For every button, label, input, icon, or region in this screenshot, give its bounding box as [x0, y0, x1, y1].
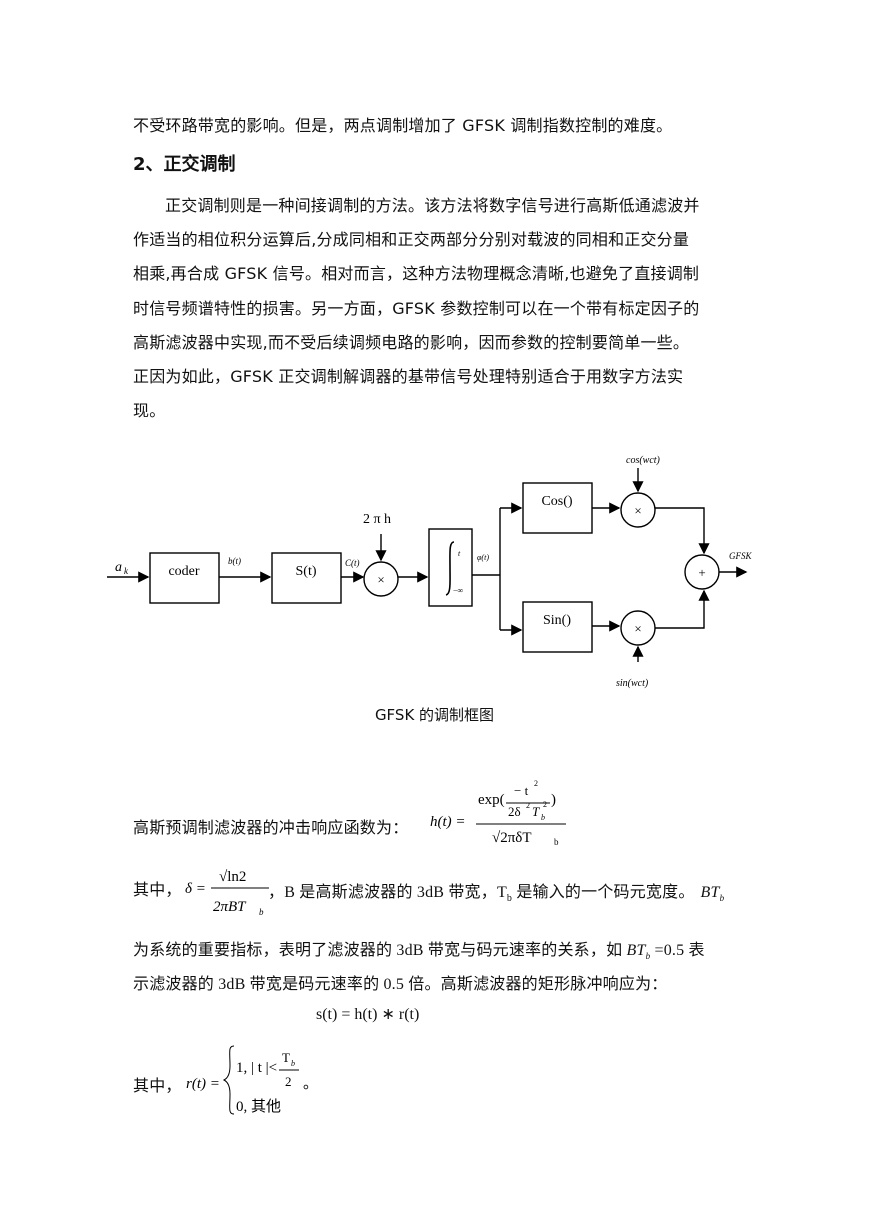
case1-text: 1, | t |< [236, 1060, 277, 1076]
coder-label: coder [168, 564, 199, 579]
case1-numerator: T [282, 1050, 290, 1065]
s-block-label: S(t) [296, 564, 317, 579]
input-label: a [115, 560, 122, 575]
paragraph-line: 时信号频谱特性的损害。另一方面，GFSK 参数控制可以在一个带有标定因子的 [133, 299, 700, 318]
case1-denominator: 2 [285, 1074, 292, 1089]
main-denominator: √2πδT [492, 830, 532, 846]
case1-numerator-sub: b [291, 1059, 295, 1068]
cos-carrier-label: cos(wct) [626, 455, 661, 466]
formula4-suffix: 。 [303, 1076, 318, 1092]
main-denominator-sub: b [554, 837, 559, 847]
paragraph3-bt-sub: b [645, 951, 651, 962]
paragraph-line: 现。 [133, 401, 166, 420]
output-label: GFSK [729, 551, 752, 561]
paragraph-line: 不受环路带宽的影响。但是，两点调制增加了 GFSK 调制指数控制的难度。 [133, 116, 673, 135]
figure-caption: GFSK 的调制框图 [374, 706, 495, 724]
bt-symbol-sub: b [719, 893, 725, 904]
inner-denominator: 2δ [508, 804, 521, 819]
cos-block-label: Cos() [541, 494, 572, 509]
sin-block [522, 601, 593, 653]
paragraph-line: 高斯滤波器中实现,而不受后续调频电路的影响，因而参数的控制要简单一些。 [133, 333, 690, 352]
delta-numerator: √ln2 [219, 869, 246, 885]
gfsk-block-diagram: a k coder b(t) S(t) C(t) 2 π h × t −∞ φ(… [107, 455, 752, 689]
exp-close: ) [551, 792, 556, 808]
impulse-response-formula: h(t) = exp( − t 2 2δ 2 T b 2 ) √2πδT b [430, 779, 566, 847]
coder-block [149, 552, 220, 604]
paragraph-line: 正因为如此，GFSK 正交调制解调器的基带信号处理特别适合于用数字方法实 [133, 367, 684, 386]
h-lhs: h(t) = [430, 814, 466, 830]
paragraph-line: 作适当的相位积分运算后,分成同相和正交两部分分别对载波的同相和正交分量 [133, 230, 690, 249]
integral-sign [445, 541, 455, 596]
section-heading: 2、正交调制 [133, 154, 236, 175]
inner-denominator-sup: 2 [526, 801, 530, 810]
rect-pulse-formula: r(t) = 1, | t |< T b 2 0, 其他 。 [186, 1045, 318, 1115]
c-signal-label: C(t) [345, 558, 360, 568]
inner-numerator-sup: 2 [534, 779, 538, 788]
formula1-prefix: 高斯预调制滤波器的冲击响应函数为： [133, 818, 409, 837]
convolution-formula: s(t) = h(t) ∗ r(t) [316, 1006, 420, 1023]
delta-formula: δ = √ln2 2πBT b [185, 869, 269, 917]
inner-denominator-T: T [532, 804, 540, 819]
upper-multiply-symbol: × [634, 503, 641, 518]
paragraph3-text-a: 为系统的重要指标，表明了滤波器的 3dB 带宽与码元速率的关系，如 [133, 942, 627, 959]
exp-open: exp( [478, 792, 505, 808]
upper-to-sum-arrow [655, 507, 710, 555]
lower-multiply-symbol: × [634, 621, 641, 636]
formula4-prefix: 其中， [133, 1076, 182, 1095]
bt-symbol: BT [700, 884, 720, 901]
lower-to-sum-arrow [655, 589, 710, 629]
delta-text-sub: b [506, 893, 513, 905]
shaping-filter-block [271, 552, 342, 604]
inner-denominator-T-sub: b [541, 813, 545, 822]
inner-denominator-T-sup: 2 [543, 800, 547, 809]
phi-signal-label: φ(t) [477, 553, 489, 562]
paragraph3-line1: 为系统的重要指标，表明了滤波器的 3dB 带宽与码元速率的关系，如 BTb =0… [133, 936, 705, 961]
two-pi-h-label: 2 π h [363, 512, 391, 527]
paragraph3-line2: 示滤波器的 3dB 带宽是码元速率的 0.5 倍。高斯滤波器的矩形脉冲响应为： [133, 976, 668, 993]
multiplier-node [363, 561, 399, 597]
multiply-symbol: × [377, 572, 384, 587]
paragraph3-bt: BT [626, 942, 646, 959]
delta-description: ，B 是高斯滤波器的 3dB 带宽，Tb 是输入的一个码元宽度。BTb [268, 878, 724, 904]
sin-carrier-label: sin(wct) [616, 678, 649, 689]
formula2-prefix: 其中， [133, 880, 182, 899]
integrator-block [428, 528, 473, 607]
b-signal-label: b(t) [228, 556, 241, 566]
input-label-sub: k [124, 566, 129, 576]
integral-upper-limit: t [458, 549, 461, 558]
case2-text: 0, 其他 [236, 1098, 281, 1115]
r-lhs: r(t) = [186, 1076, 220, 1092]
sin-block-label: Sin() [543, 613, 571, 628]
delta-denominator: 2πBT [213, 899, 247, 915]
inner-numerator: − t [514, 783, 529, 798]
paragraph-line: 正交调制则是一种间接调制的方法。该方法将数字信号进行高斯低通滤波并 [165, 196, 700, 215]
delta-text2: 是输入的一个码元宽度。 [512, 884, 695, 901]
brace-icon [222, 1045, 235, 1115]
upper-multiplier-node [620, 492, 656, 528]
delta-lhs: δ = [185, 881, 206, 897]
sum-symbol: + [698, 565, 705, 580]
paragraph3-text-b: =0.5 表 [650, 942, 705, 959]
delta-text: ，B 是高斯滤波器的 3dB 带宽，T [268, 884, 507, 901]
delta-denominator-sub: b [259, 907, 264, 917]
paragraph-line: 相乘,再合成 GFSK 信号。相对而言，这种方法物理概念清晰,也避免了直接调制 [133, 264, 700, 283]
integral-lower-limit: −∞ [453, 586, 464, 595]
